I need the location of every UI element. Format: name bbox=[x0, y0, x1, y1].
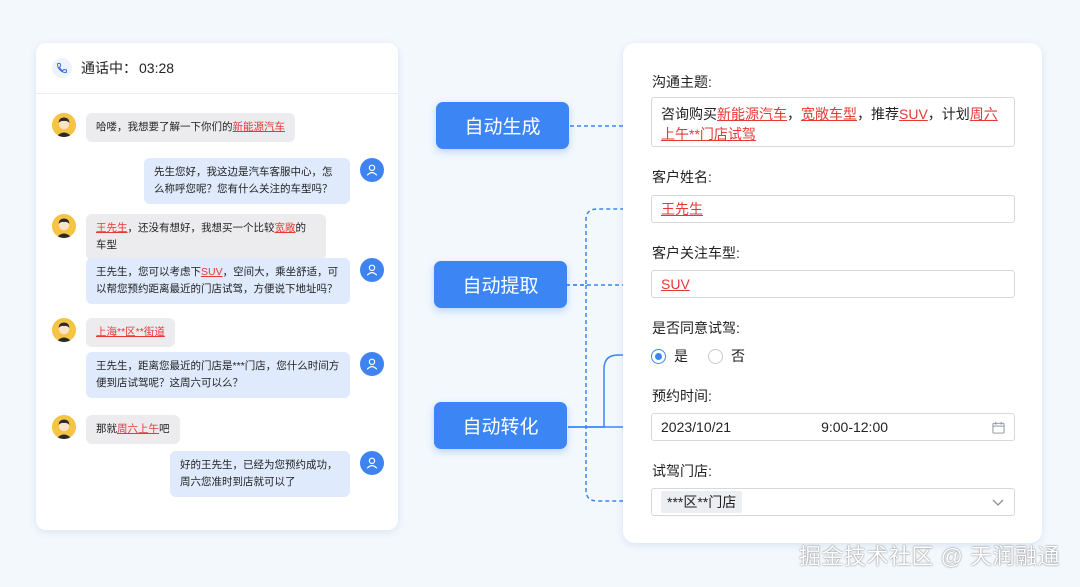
appointment-time-label: 预约时间: bbox=[652, 386, 712, 406]
radio-yes[interactable]: 是 bbox=[651, 346, 688, 366]
highlighted-keyword: 新能源汽车 bbox=[717, 106, 787, 122]
auto-convert-label: 自动转化 bbox=[434, 402, 567, 449]
appointment-date: 2023/10/21 bbox=[661, 419, 731, 435]
summary-form: 沟通主题: 咨询购买新能源汽车，宽敞车型，推荐SUV，计划周六上午**门店试驾 … bbox=[623, 43, 1042, 543]
topic-label: 沟通主题: bbox=[652, 72, 712, 92]
store-label: 试驾门店: bbox=[652, 461, 712, 481]
store-tag: ***区**门店 bbox=[661, 491, 742, 513]
car-model-label: 客户关注车型: bbox=[652, 243, 740, 263]
text-segment: ，计划 bbox=[928, 106, 970, 122]
radio-yes-indicator[interactable] bbox=[651, 349, 666, 364]
test-drive-consent-label: 是否同意试驾: bbox=[652, 318, 740, 338]
customer-name-label: 客户姓名: bbox=[652, 167, 712, 187]
radio-no-indicator[interactable] bbox=[708, 349, 723, 364]
radio-yes-label: 是 bbox=[674, 346, 688, 366]
auto-generate-label: 自动生成 bbox=[436, 102, 569, 149]
text-segment: ，推荐 bbox=[857, 106, 899, 122]
radio-no-label: 否 bbox=[731, 346, 745, 366]
highlighted-keyword: SUV bbox=[899, 106, 928, 122]
radio-no[interactable]: 否 bbox=[708, 346, 745, 366]
car-model-field[interactable]: SUV bbox=[651, 270, 1015, 298]
text-segment: 咨询购买 bbox=[661, 106, 717, 122]
auto-extract-label: 自动提取 bbox=[434, 261, 567, 308]
highlighted-keyword: 宽敞车型 bbox=[801, 106, 857, 122]
store-select[interactable]: ***区**门店 bbox=[651, 488, 1015, 516]
customer-name-value: 王先生 bbox=[661, 199, 703, 219]
car-model-value: SUV bbox=[661, 276, 690, 292]
customer-name-field[interactable]: 王先生 bbox=[651, 195, 1015, 223]
topic-field[interactable]: 咨询购买新能源汽车，宽敞车型，推荐SUV，计划周六上午**门店试驾 bbox=[651, 97, 1015, 147]
watermark: 掘金技术社区 @ 天润融通 bbox=[799, 539, 1060, 571]
appointment-time-range: 9:00-12:00 bbox=[821, 419, 888, 435]
test-drive-consent-group: 是 否 bbox=[651, 346, 745, 366]
chevron-down-icon[interactable] bbox=[991, 495, 1005, 509]
calendar-icon[interactable] bbox=[992, 421, 1005, 434]
text-segment: ， bbox=[787, 106, 801, 122]
appointment-time-picker[interactable]: 2023/10/21 9:00-12:00 bbox=[651, 413, 1015, 441]
